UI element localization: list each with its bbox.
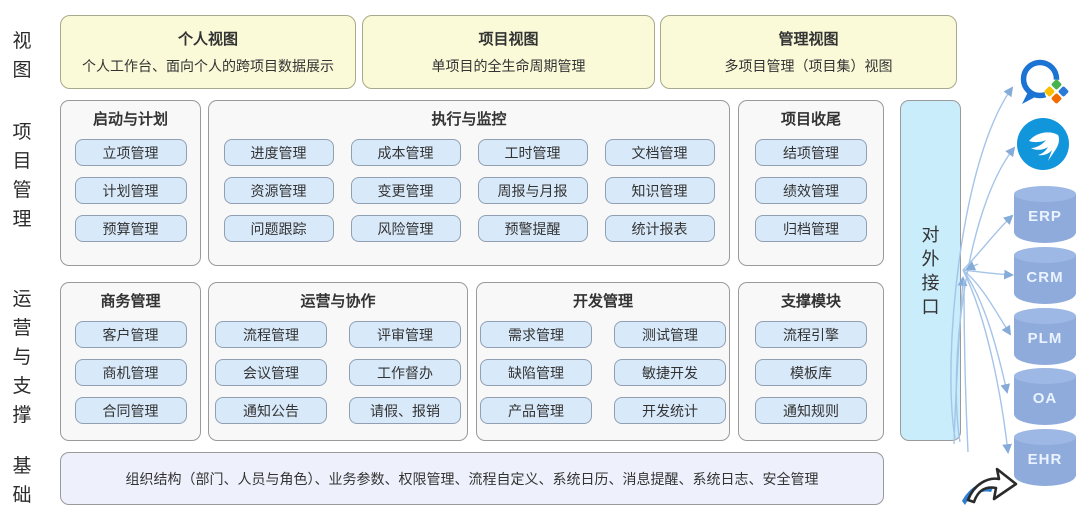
module-chip: 成本管理 (350, 139, 461, 166)
system-cylinder-plm: PLM (1014, 308, 1076, 365)
system-cylinder-crm: CRM (1014, 247, 1076, 304)
module-chip: 预算管理 (74, 215, 187, 242)
rail-label-operations-support: 运营与支撑 (12, 289, 32, 426)
module-chip: 周报与月报 (477, 177, 588, 204)
module-chip: 商机管理 (74, 359, 187, 386)
module-chip: 通知公告 (215, 397, 327, 424)
module-chip: 变更管理 (350, 177, 461, 204)
foundation-text: 组织结构（部门、人员与角色）、业务参数、权限管理、流程自定义、系统日历、消息提醒… (125, 470, 819, 487)
module-chip: 测试管理 (614, 321, 726, 348)
module-chip: 工时管理 (477, 139, 588, 166)
module-chip: 开发统计 (614, 397, 726, 424)
module-chip: 结项管理 (755, 139, 867, 166)
group-business-management: 商务管理 客户管理 商机管理 合同管理 (60, 282, 201, 441)
view-card-title: 管理视图 (778, 31, 839, 48)
chip-list: 结项管理 绩效管理 归档管理 (755, 139, 867, 242)
cylinder-top (1014, 368, 1076, 384)
cylinder-top (1014, 186, 1076, 202)
chip-list: 需求管理 测试管理 缺陷管理 敏捷开发 产品管理 开发统计 (480, 321, 726, 424)
module-chip: 资源管理 (223, 177, 334, 204)
cylinder-top (1014, 247, 1076, 263)
system-cylinder-erp: ERP (1014, 186, 1076, 243)
cylinder-body (1014, 194, 1076, 243)
module-chip: 问题跟踪 (223, 215, 334, 242)
cylinder-top (1014, 308, 1076, 324)
rail-label-project-management: 项目管理 (12, 122, 32, 230)
module-chip: 绩效管理 (755, 177, 867, 204)
view-card-personal: 个人视图 个人工作台、面向个人的跨项目数据展示 (60, 15, 356, 89)
view-card-subtitle: 单项目的全生命周期管理 (431, 58, 586, 74)
chip-list: 立项管理 计划管理 预算管理 (74, 139, 187, 242)
cylinder-top (1014, 429, 1076, 445)
module-chip: 工作督办 (349, 359, 461, 386)
external-interface-label: 对外接口 (921, 224, 940, 317)
chip-list: 进度管理 成本管理 工时管理 文档管理 资源管理 变更管理 周报与月报 知识管理… (223, 139, 715, 242)
module-chip: 文档管理 (604, 139, 715, 166)
group-execution-monitoring: 执行与监控 进度管理 成本管理 工时管理 文档管理 资源管理 变更管理 周报与月… (208, 100, 730, 266)
group-title: 项目收尾 (780, 111, 841, 128)
chip-list: 流程管理 评审管理 会议管理 工作督办 通知公告 请假、报销 (215, 321, 461, 424)
module-chip: 通知规则 (755, 397, 867, 424)
view-card-subtitle: 个人工作台、面向个人的跨项目数据展示 (82, 58, 334, 74)
module-chip: 流程引擎 (755, 321, 867, 348)
chip-list: 流程引擎 模板库 通知规则 (755, 321, 867, 424)
module-chip: 风险管理 (350, 215, 461, 242)
module-chip: 计划管理 (74, 177, 187, 204)
cylinder-body (1014, 437, 1076, 486)
system-cylinder-ehr: EHR (1014, 429, 1076, 486)
group-title: 启动与计划 (92, 111, 168, 128)
rail-label-foundation: 基础 (12, 456, 32, 506)
group-title: 运营与协作 (300, 293, 376, 310)
module-chip: 模板库 (755, 359, 867, 386)
group-initiation-planning: 启动与计划 立项管理 计划管理 预算管理 (60, 100, 201, 266)
foundation-bar: 组织结构（部门、人员与角色）、业务参数、权限管理、流程自定义、系统日历、消息提醒… (60, 452, 884, 505)
system-label: OA (1032, 390, 1058, 407)
view-card-title: 个人视图 (177, 31, 238, 48)
cylinder-body (1014, 255, 1076, 304)
group-title: 开发管理 (572, 293, 633, 310)
share-arrow-icon (958, 460, 1020, 517)
dingtalk-icon (1017, 118, 1069, 175)
group-title: 执行与监控 (431, 111, 507, 128)
system-label: CRM (1026, 269, 1064, 286)
system-cylinder-oa: OA (1014, 368, 1076, 425)
module-chip: 客户管理 (74, 321, 187, 348)
module-chip: 合同管理 (74, 397, 187, 424)
module-chip: 会议管理 (215, 359, 327, 386)
module-chip: 立项管理 (74, 139, 187, 166)
view-card-subtitle: 多项目管理（项目集）视图 (724, 58, 893, 74)
group-development-management: 开发管理 需求管理 测试管理 缺陷管理 敏捷开发 产品管理 开发统计 (476, 282, 730, 441)
module-chip: 敏捷开发 (614, 359, 726, 386)
group-operations-collaboration: 运营与协作 流程管理 评审管理 会议管理 工作督办 通知公告 请假、报销 (208, 282, 468, 441)
module-chip: 知识管理 (604, 177, 715, 204)
module-chip: 产品管理 (480, 397, 592, 424)
view-card-management: 管理视图 多项目管理（项目集）视图 (660, 15, 957, 89)
module-chip: 统计报表 (604, 215, 715, 242)
module-chip: 需求管理 (480, 321, 592, 348)
group-support-modules: 支撑模块 流程引擎 模板库 通知规则 (738, 282, 884, 441)
system-label: PLM (1027, 330, 1063, 347)
group-title: 商务管理 (100, 293, 161, 310)
group-title: 支撑模块 (780, 293, 841, 310)
system-label: EHR (1027, 451, 1063, 468)
cylinder-body (1014, 316, 1076, 365)
rail-label-views: 视图 (12, 31, 32, 81)
module-chip: 流程管理 (215, 321, 327, 348)
group-project-closure: 项目收尾 结项管理 绩效管理 归档管理 (738, 100, 884, 266)
view-card-title: 项目视图 (478, 31, 539, 48)
module-chip: 请假、报销 (349, 397, 461, 424)
module-chip: 归档管理 (755, 215, 867, 242)
view-card-project: 项目视图 单项目的全生命周期管理 (362, 15, 655, 89)
module-chip: 评审管理 (349, 321, 461, 348)
chip-list: 客户管理 商机管理 合同管理 (74, 321, 187, 424)
module-chip: 进度管理 (223, 139, 334, 166)
system-label: ERP (1028, 208, 1062, 225)
wechat-work-icon (1016, 58, 1070, 113)
cylinder-body (1014, 376, 1076, 425)
external-interface-box: 对外接口 (900, 100, 961, 441)
module-chip: 缺陷管理 (480, 359, 592, 386)
module-chip: 预警提醒 (477, 215, 588, 242)
